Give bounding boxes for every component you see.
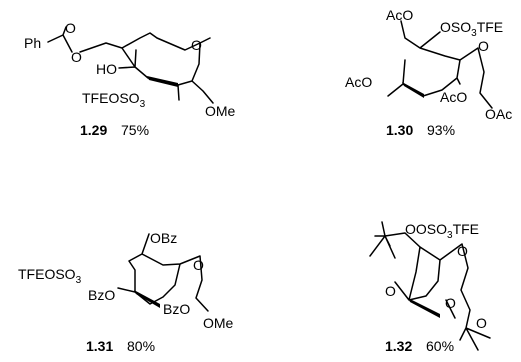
compound-1-31: OBz TFEOSO3 O BzO BzO OMe 1.31 80%: [18, 230, 234, 354]
label-ome: OMe: [203, 315, 234, 331]
tfe-text: TFE: [477, 19, 503, 35]
compound-number: 1.30: [386, 122, 413, 138]
compound-yield: 60%: [426, 338, 454, 354]
wedge-bond: [408, 298, 440, 318]
label-oac: OAc: [485, 106, 512, 122]
label-o-acetal-bottom: O: [71, 49, 82, 65]
compound-number: 1.29: [80, 122, 107, 138]
label-ome: OMe: [205, 103, 236, 119]
compound-1-29: Ph O O O HO TFEOSO3 OMe 1.29 75%: [24, 20, 236, 138]
label-aco-right: AcO: [440, 89, 467, 105]
wedge-bond: [147, 76, 178, 87]
label-o-right-a: O: [445, 295, 456, 311]
label-ho: HO: [96, 61, 117, 77]
compound-yield: 93%: [427, 122, 455, 138]
wedge-bond: [402, 82, 424, 98]
tfe-text: TFE: [453, 221, 479, 237]
oso-text: OSO: [440, 19, 471, 35]
tfeoso-text: TFEOSO: [18, 266, 76, 282]
oso-text: OOSO: [405, 221, 447, 237]
label-o-acetal-left: O: [385, 283, 396, 299]
label-aco-top: AcO: [386, 7, 413, 23]
label-o-ring: O: [191, 37, 202, 53]
label-ph: Ph: [24, 35, 41, 51]
subscript-3: 3: [76, 275, 82, 286]
label-oso3tfe: OOSO3TFE: [405, 221, 479, 241]
compound-1-30: AcO OSO3TFE O AcO AcO OAc 1.30 93%: [345, 7, 512, 138]
compound-yield: 75%: [121, 122, 149, 138]
tfeoso-text: TFEOSO: [82, 90, 140, 106]
compound-number: 1.32: [385, 338, 412, 354]
bonds: [117, 233, 209, 312]
label-o-acetal-top: O: [65, 20, 76, 36]
label-obz: OBz: [150, 230, 177, 246]
label-o-ring: O: [478, 38, 489, 54]
subscript-3: 3: [471, 28, 477, 39]
label-o-right-b: O: [476, 315, 487, 331]
label-tfeoso3: TFEOSO3: [82, 90, 146, 110]
label-bzo-right: BzO: [163, 301, 190, 317]
wedge-bond: [134, 290, 160, 308]
label-aco-left: AcO: [345, 74, 372, 90]
compound-yield: 80%: [127, 338, 155, 354]
compound-number: 1.31: [86, 338, 113, 354]
label-oso3tfe: OSO3TFE: [440, 19, 503, 39]
label-bzo-left: BzO: [88, 287, 115, 303]
subscript-3: 3: [140, 99, 146, 110]
label-o-ring: O: [193, 257, 204, 273]
label-o-ring: O: [457, 243, 468, 259]
subscript-3: 3: [447, 230, 453, 241]
label-tfeoso3: TFEOSO3: [18, 266, 82, 286]
bonds: [369, 221, 491, 351]
compound-1-32: OOSO3TFE O O O O 1.32 60%: [369, 221, 491, 354]
